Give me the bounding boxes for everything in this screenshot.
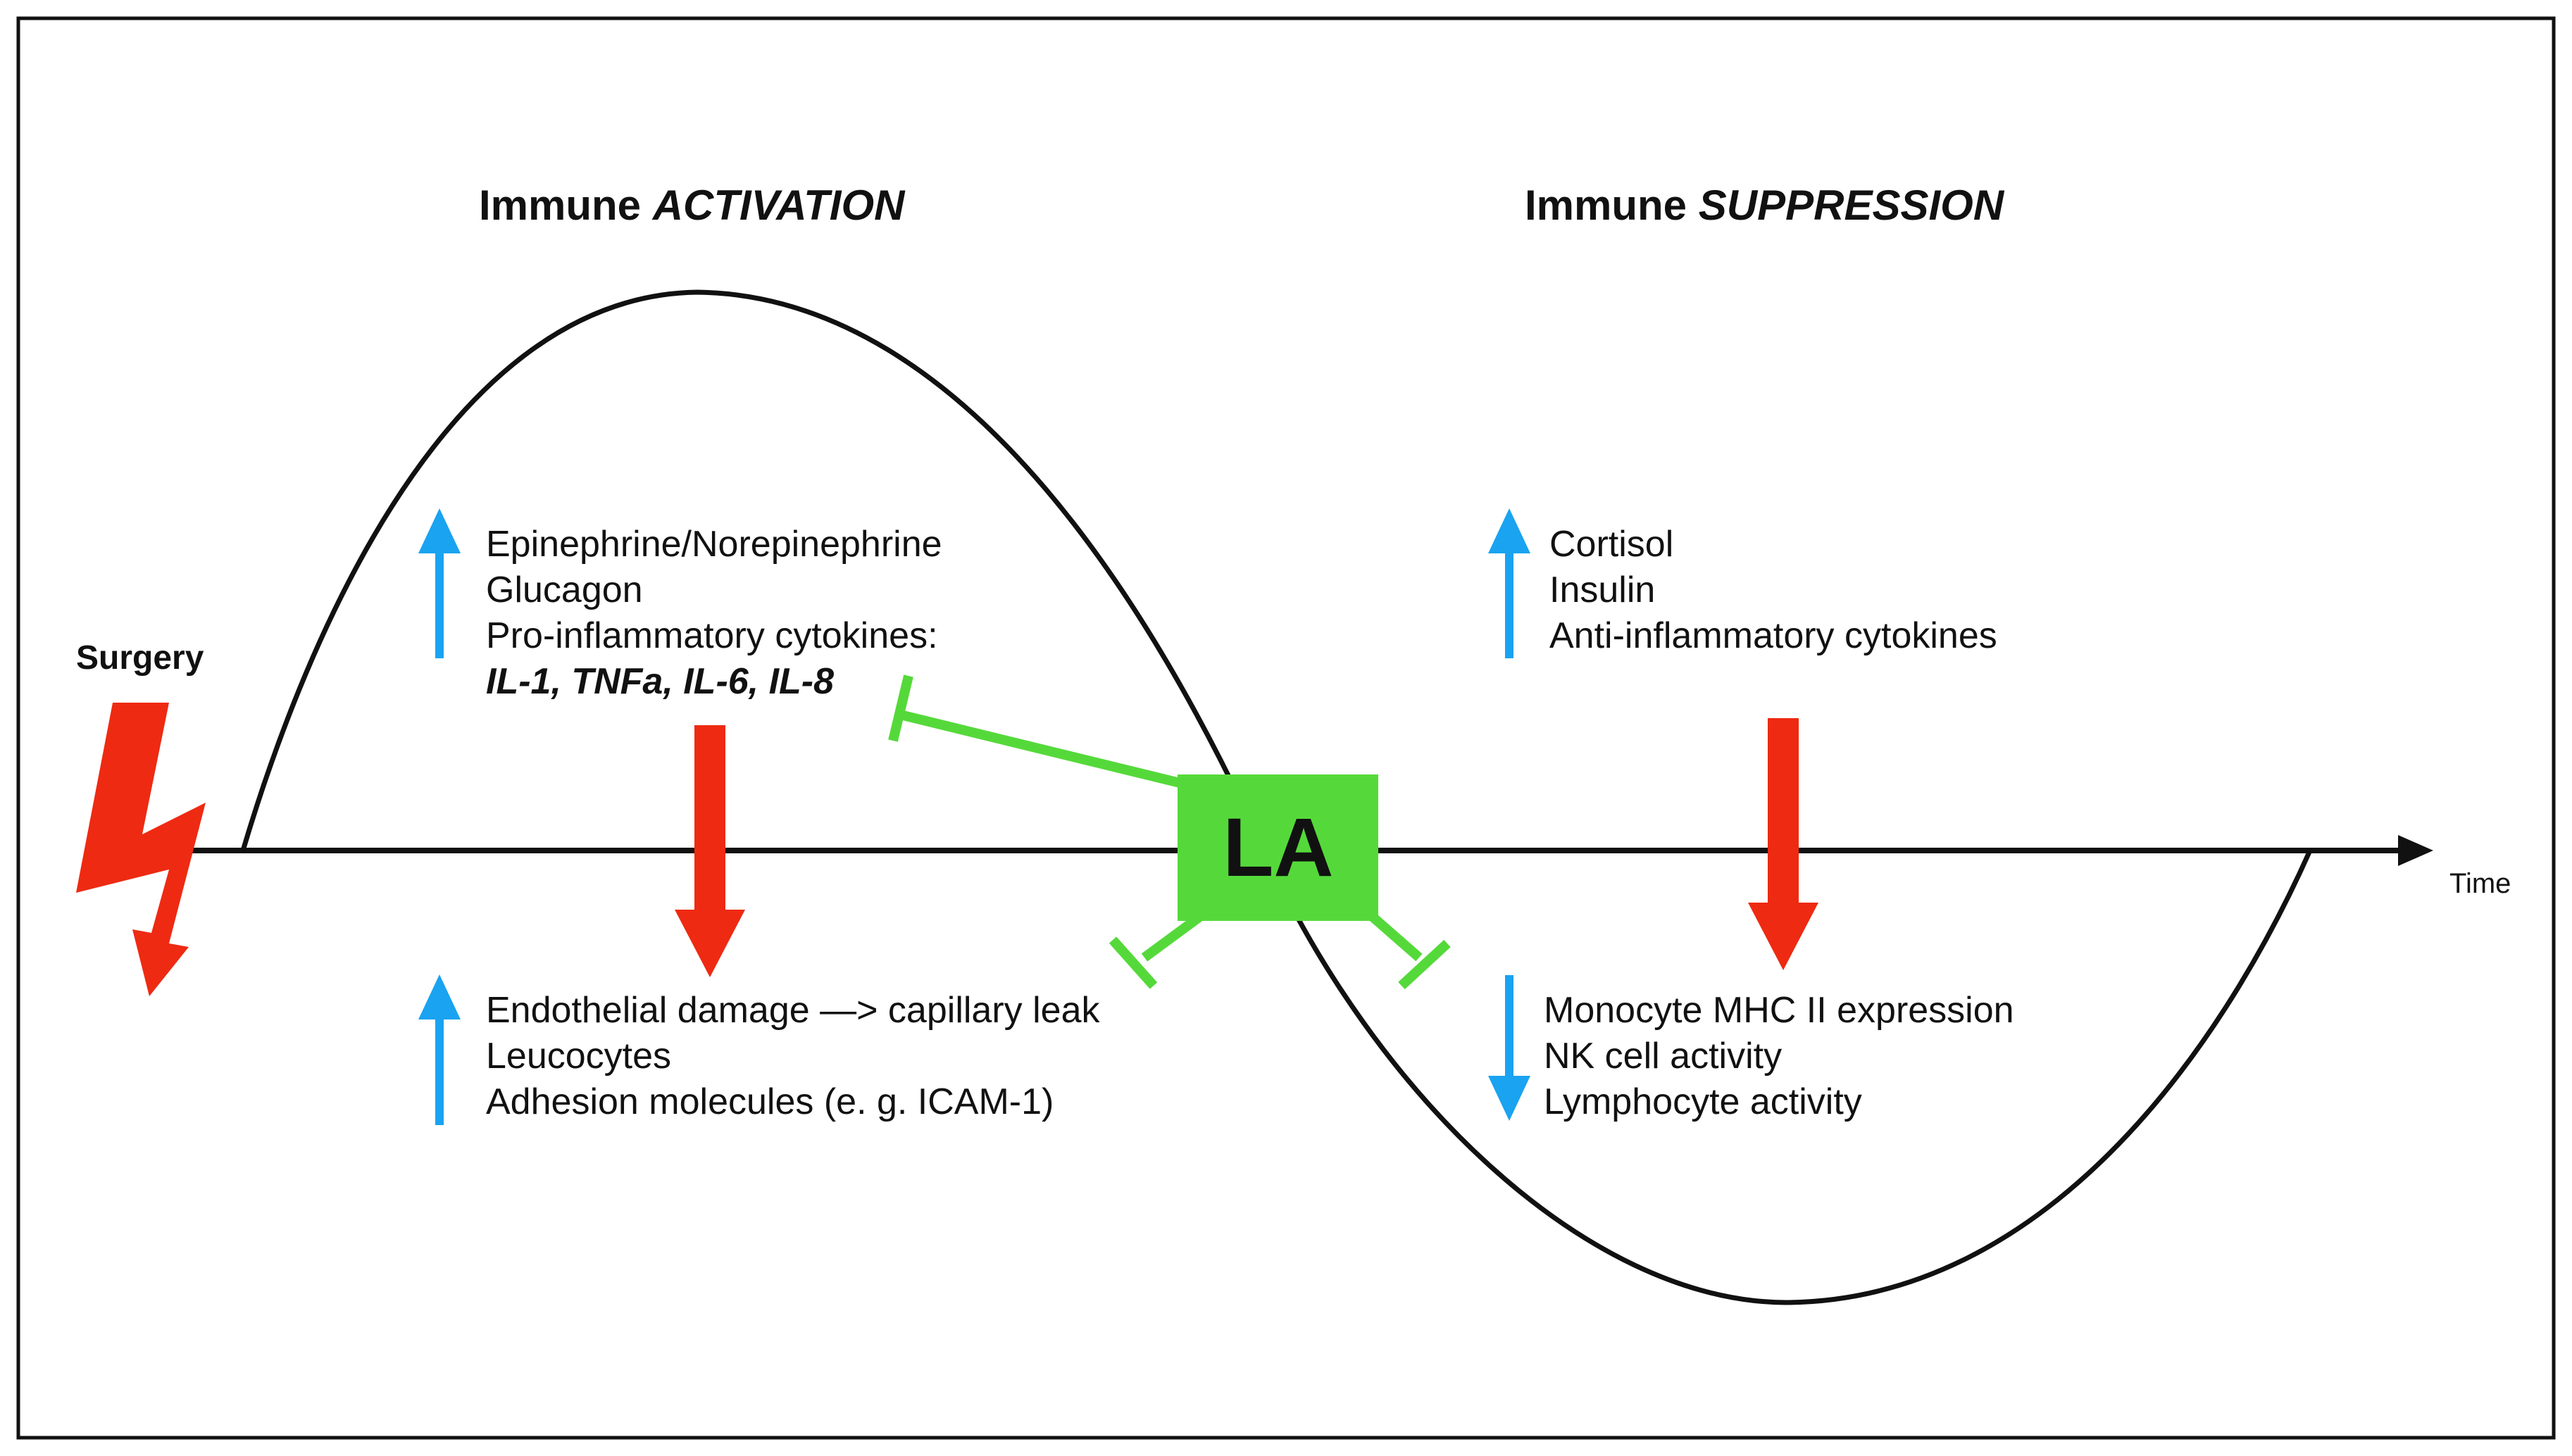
time-axis-arrowhead bbox=[2398, 835, 2433, 866]
effect-arrow-icon bbox=[1748, 718, 1818, 970]
activation-cytokines: IL-1, TNFa, IL-6, IL-8 bbox=[486, 661, 834, 702]
surgery-label: Surgery bbox=[76, 639, 204, 677]
activation-effects-list: Endothelial damage —> capillary leak Leu… bbox=[486, 990, 1110, 1122]
activation-mediators-list: Epinephrine/Norepinephrine Glucagon Pro-… bbox=[486, 524, 952, 656]
suppression-mediators-list: Cortisol Insulin Anti-inflammatory cytok… bbox=[1549, 524, 1997, 656]
increase-arrow-icon bbox=[418, 508, 461, 658]
la-label: LA bbox=[1223, 801, 1333, 894]
heading-immune-suppression: Immune SUPPRESSION bbox=[1525, 182, 2005, 229]
la-inhibition-cytokines bbox=[888, 674, 1199, 792]
increase-arrow-icon bbox=[1488, 508, 1530, 658]
effect-arrow-icon bbox=[675, 725, 745, 977]
time-label: Time bbox=[2449, 868, 2511, 899]
increase-arrow-icon bbox=[418, 974, 461, 1125]
decrease-arrow-icon bbox=[1488, 975, 1530, 1121]
figure-border bbox=[16, 16, 2556, 1440]
suppression-effects-list: Monocyte MHC II expression NK cell activ… bbox=[1544, 990, 2024, 1122]
lightning-bolt-icon bbox=[76, 703, 206, 996]
la-box bbox=[1178, 774, 1378, 921]
heading-immune-activation: Immune ACTIVATION bbox=[479, 182, 906, 229]
